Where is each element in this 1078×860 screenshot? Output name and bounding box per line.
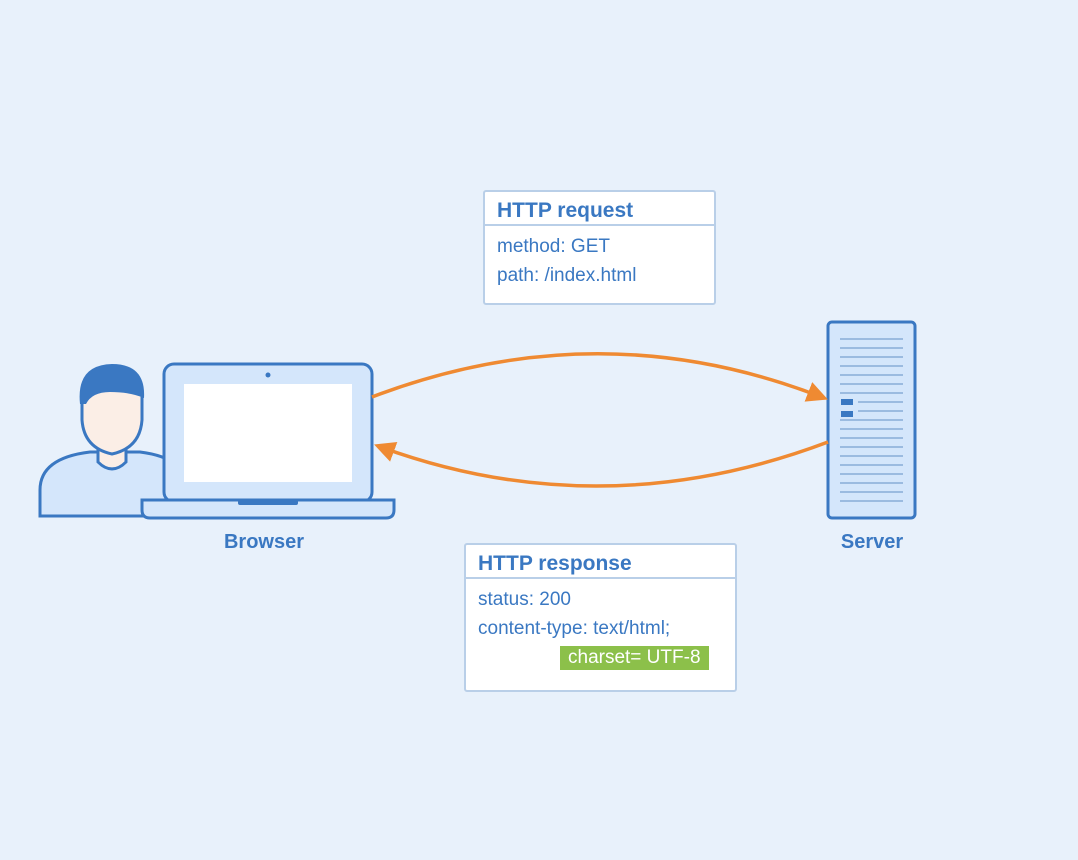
laptop-icon xyxy=(140,362,396,520)
charset-highlight: charset= UTF-8 xyxy=(560,646,709,670)
response-status-line: status: 200 xyxy=(478,589,571,610)
request-path-line: path: /index.html xyxy=(497,265,637,286)
request-arrow xyxy=(371,352,828,402)
request-method-line: method: GET xyxy=(497,236,610,257)
server-label: Server xyxy=(840,531,904,553)
browser-label: Browser xyxy=(223,531,305,553)
request-title: HTTP request xyxy=(485,192,714,226)
http-request-box: HTTP request method: GET path: /index.ht… xyxy=(483,190,716,305)
response-title: HTTP response xyxy=(466,545,735,579)
response-arrow xyxy=(374,440,829,488)
response-content-type-line: content-type: text/html; xyxy=(478,618,671,639)
server-tower-icon xyxy=(826,320,917,520)
http-response-box: HTTP response status: 200 content-type: … xyxy=(464,543,737,692)
user-avatar-icon xyxy=(38,364,190,518)
